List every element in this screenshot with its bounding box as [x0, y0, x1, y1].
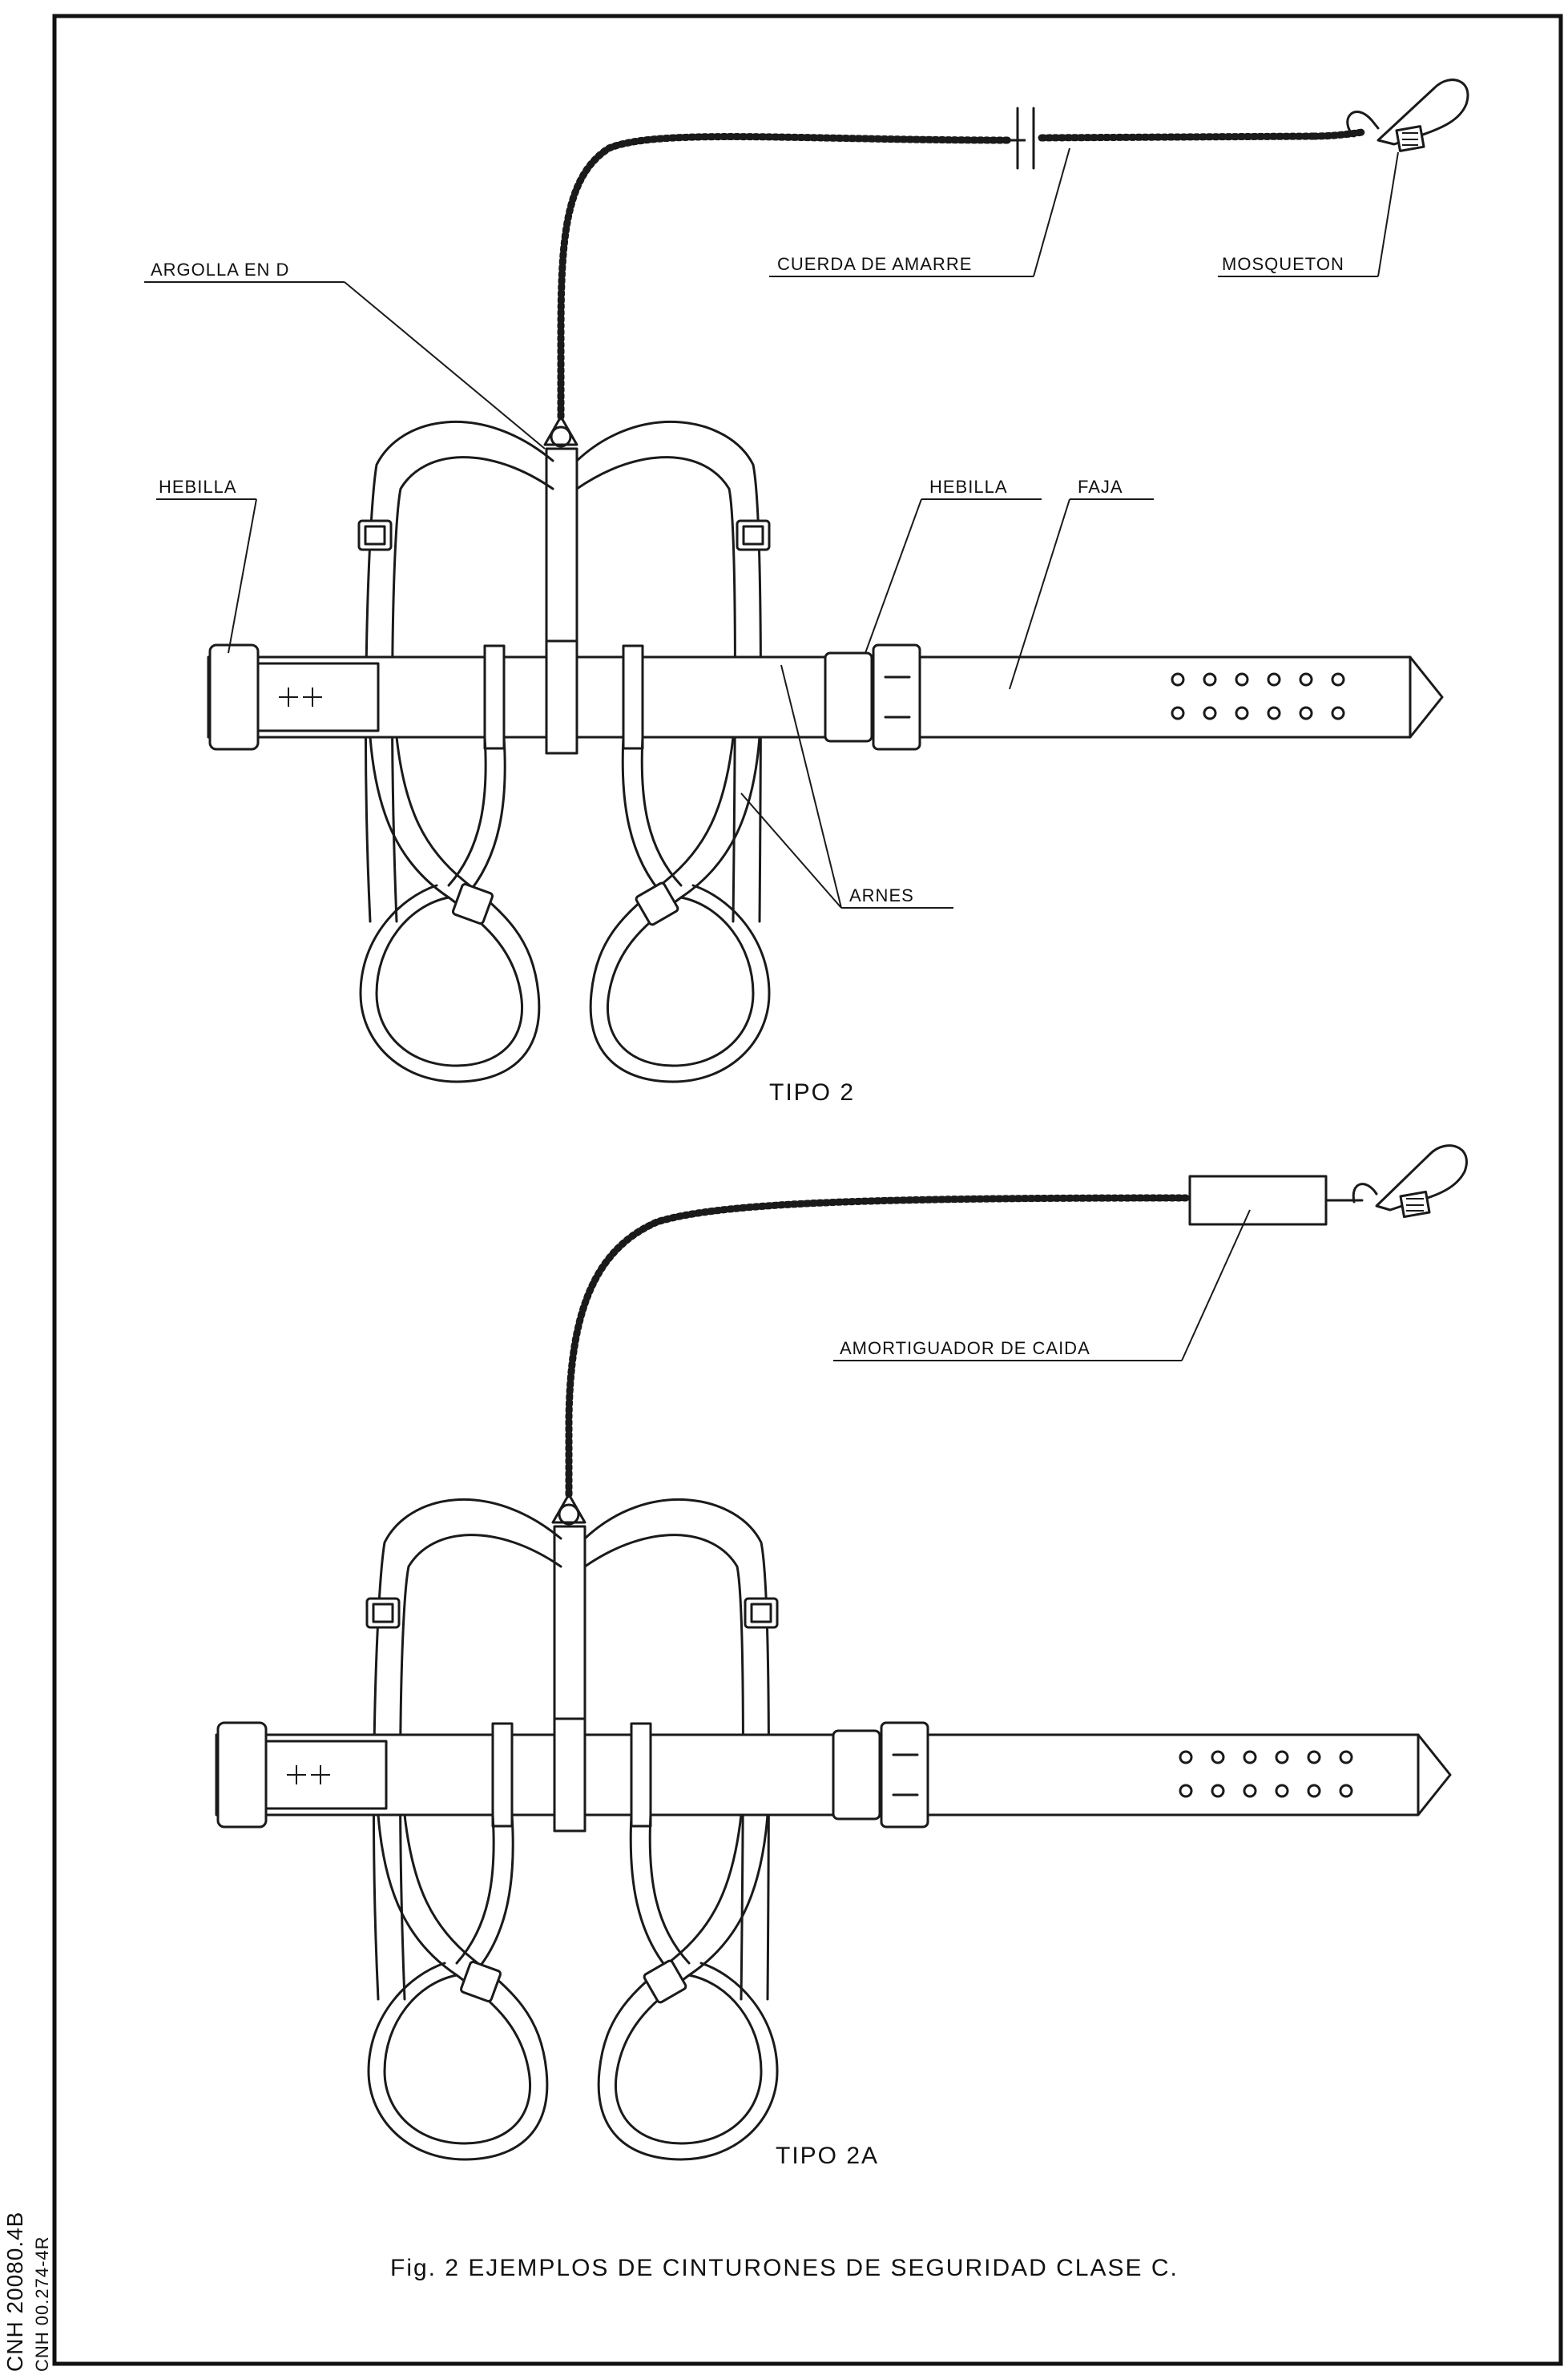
- harness-type-2: [207, 79, 1469, 1083]
- type-label-top: TIPO 2: [769, 1079, 855, 1106]
- harness-type-2a: [215, 1144, 1468, 2161]
- type-label-bottom: TIPO 2A: [776, 2143, 879, 2169]
- label-faja: FAJA: [1078, 477, 1123, 497]
- label-amortiguador-de-caida: AMORTIGUADOR DE CAIDA: [840, 1338, 1090, 1358]
- label-mosqueton: MOSQUETON: [1222, 254, 1344, 274]
- callouts-bottom: [833, 1209, 1251, 1361]
- lanyard-rope-bottom: [565, 1194, 1190, 1498]
- label-hebilla-right: HEBILLA: [929, 477, 1008, 497]
- label-arnes: ARNES: [849, 885, 914, 905]
- label-argolla-en-d: ARGOLLA EN D: [151, 260, 289, 280]
- figure-frame: [52, 14, 1563, 2366]
- shock-absorber: [1188, 1175, 1328, 1226]
- lanyard-rope-top: [557, 133, 1014, 421]
- carabiner-bottom-icon: [1352, 1144, 1468, 1219]
- label-hebilla-left: HEBILLA: [159, 477, 237, 497]
- figure-caption: Fig. 2 EJEMPLOS DE CINTURONES DE SEGURID…: [390, 2255, 1179, 2281]
- carabiner-icon: [1346, 79, 1469, 152]
- side-code-2: CNH 00.274-4R: [32, 2236, 52, 2372]
- side-code-1: CNH 20080.4B: [2, 2212, 27, 2372]
- callouts-top: [144, 147, 1399, 909]
- label-cuerda-de-amarre: CUERDA DE AMARRE: [777, 254, 972, 274]
